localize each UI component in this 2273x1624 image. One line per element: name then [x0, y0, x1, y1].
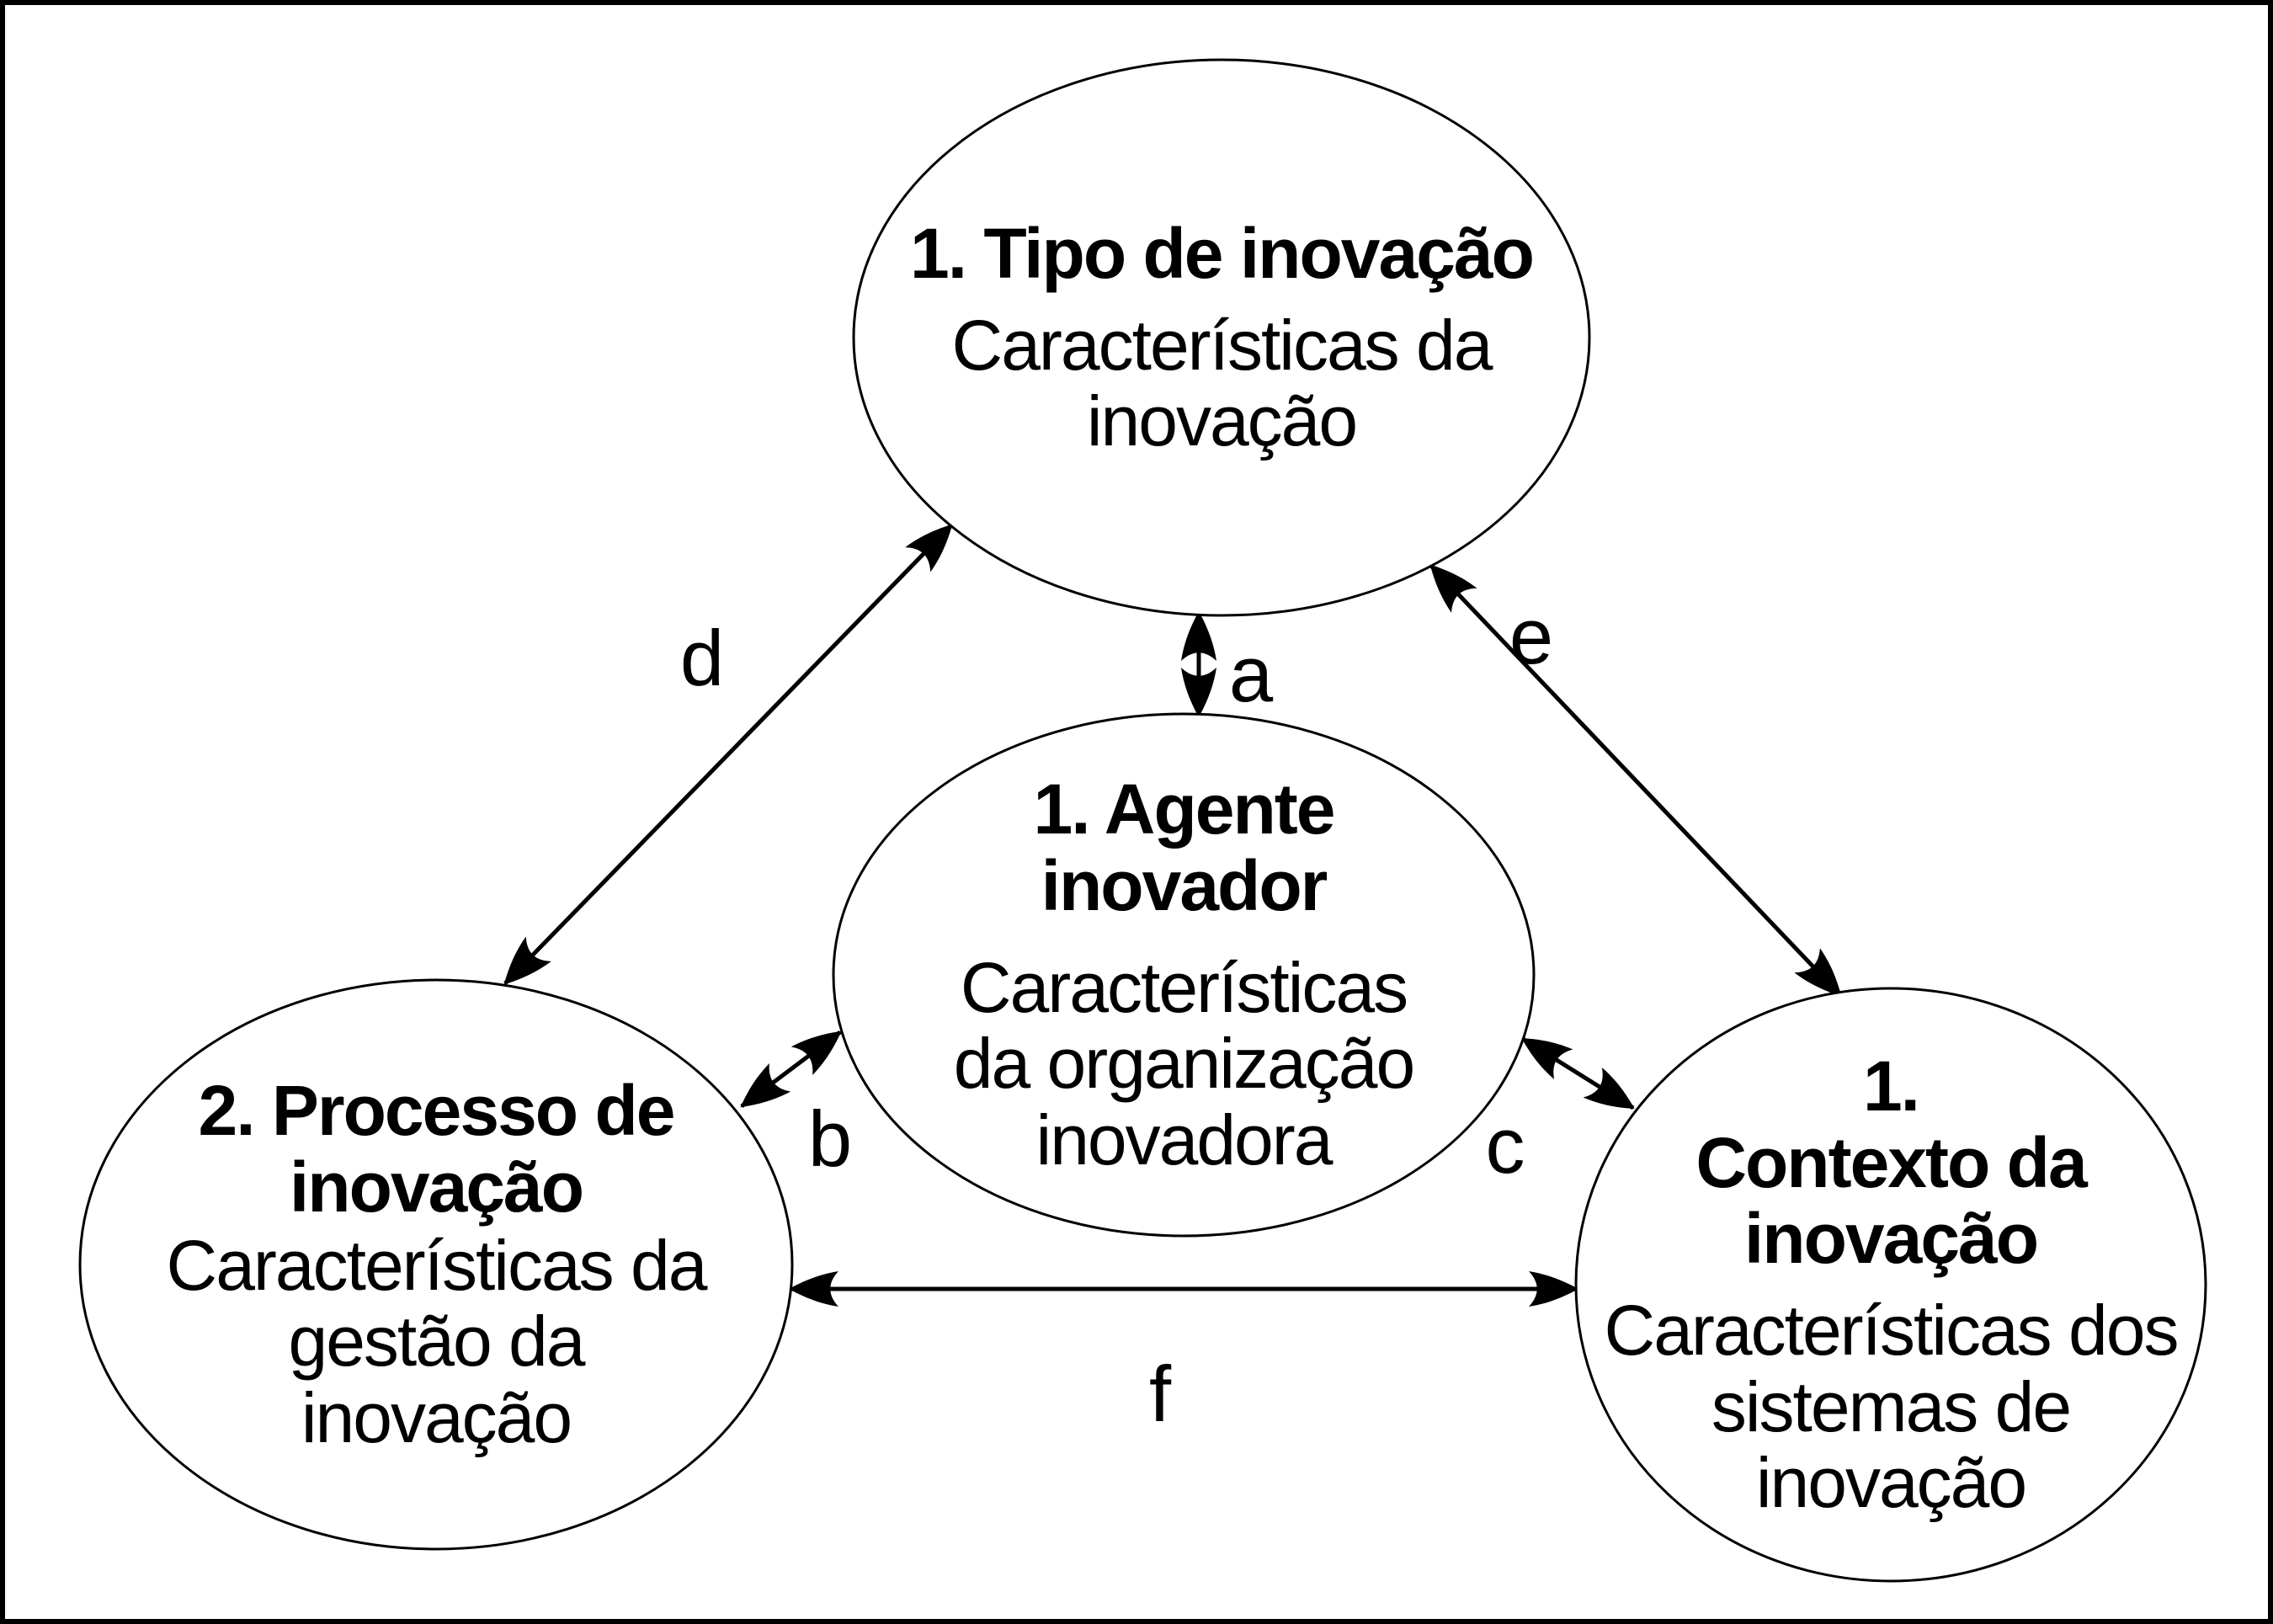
ellipse-processo-de-inovacao	[78, 978, 794, 1551]
edge-a-label: a	[1228, 630, 1274, 718]
node-title: 1. Tipo de inovação	[910, 213, 1535, 293]
node-tipo-de-inovacao: 1. Tipo de inovação Características da i…	[854, 60, 1589, 615]
ellipse-agente-inovador	[832, 712, 1536, 1238]
ellipse-contexto-da-inovacao	[1574, 987, 2207, 1583]
edge-d-arrow	[503, 524, 953, 985]
edge-d-label: d	[679, 614, 725, 702]
node-agente-inovador: 1. Agente inovador Características da or…	[833, 714, 1534, 1236]
edge-e-label: e	[1509, 592, 1554, 680]
node-title: 2. Processo de inovação	[198, 1071, 676, 1227]
ellipse-tipo-de-inovacao	[852, 58, 1591, 617]
node-processo-de-inovacao: 2. Processo de inovação Características …	[80, 980, 792, 1549]
edge-f-label: f	[1148, 1350, 1172, 1438]
node-body: Características da inovação	[951, 305, 1493, 461]
edge-c-label: c	[1485, 1101, 1525, 1190]
diagram-canvas	[78, 58, 2207, 1583]
edge-b-arrow	[740, 1030, 842, 1108]
node-body: Características dos sistemas de inovação	[1604, 1291, 2180, 1523]
node-title: 1. Agente inovador	[1033, 769, 1336, 925]
node-body: Características da organização inovadora	[953, 947, 1415, 1180]
edge-c-arrow	[1521, 1036, 1635, 1110]
node-body: Características da gestão da inovação	[166, 1225, 708, 1458]
node-contexto-da-inovacao: 1. Contexto da inovação Características …	[1576, 988, 2206, 1581]
node-title: 1. Contexto da inovação	[1695, 1046, 2087, 1279]
edge-b-label: b	[807, 1094, 853, 1183]
edge-e-arrow	[1429, 564, 1842, 997]
